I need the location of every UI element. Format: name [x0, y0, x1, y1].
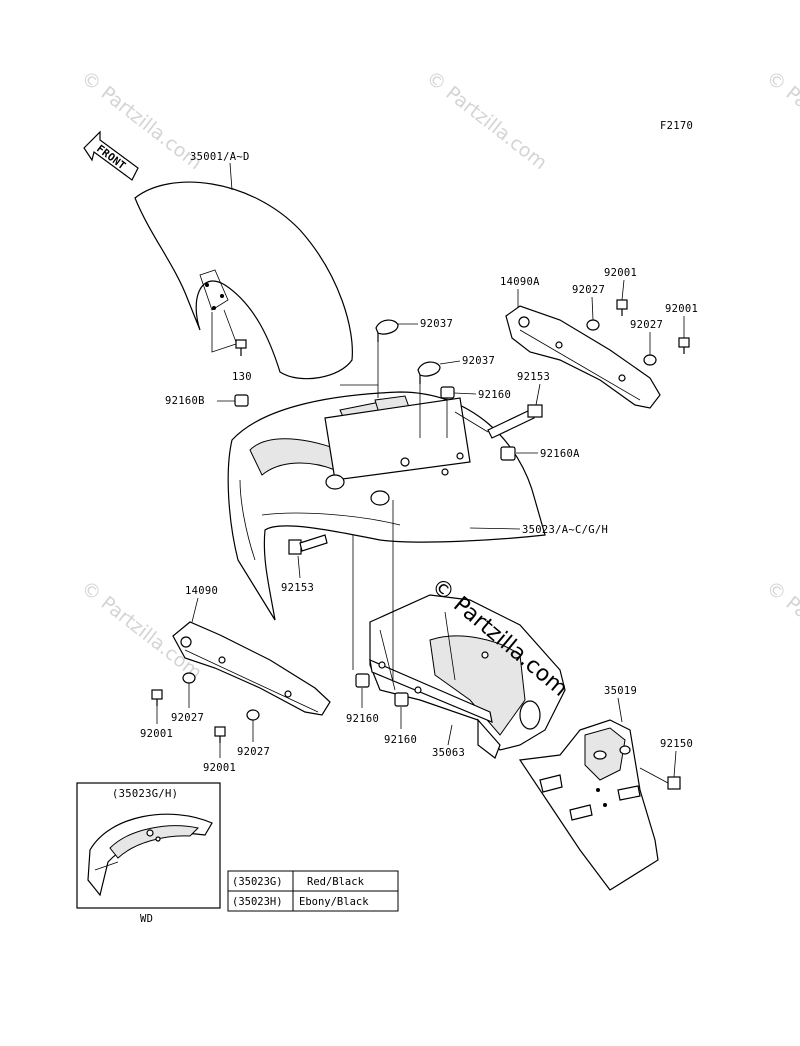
label-92153-bottom: 92153 [281, 582, 314, 594]
watermark: © Partzilla.com [422, 67, 551, 175]
clamp-icon [375, 319, 399, 342]
bolt-icon [151, 689, 163, 706]
label-92160-right: 92160 [384, 734, 417, 746]
label-92037-b: 92037 [462, 355, 495, 367]
front-fender [134, 181, 353, 380]
label-35019: 35019 [604, 685, 637, 697]
rear-fender [227, 391, 546, 621]
bolt-icon [487, 404, 543, 439]
label-92027-b: 92027 [630, 319, 663, 331]
table-cell-color: Red/Black [307, 876, 365, 888]
bolt-icon [667, 776, 681, 790]
label-35023: 35023/A~C/G/H [522, 524, 608, 536]
label-92153-top: 92153 [517, 371, 550, 383]
table-cell-code: (35023H) [232, 896, 283, 908]
inset-fender-illustration [87, 813, 213, 897]
label-92001-d: 92001 [203, 762, 236, 774]
side-rail-a [505, 305, 661, 409]
watermark: © Partzilla.com [762, 577, 800, 685]
grommet-icon [355, 673, 370, 688]
side-rail [172, 621, 331, 716]
front-arrow-icon: FRONT [83, 130, 139, 181]
washer-icon [643, 354, 657, 366]
bolt-icon [616, 299, 628, 316]
clamp-icon [417, 361, 441, 384]
label-92027-a: 92027 [572, 284, 605, 296]
grommet-icon [440, 386, 455, 399]
label-92027-d: 92027 [237, 746, 270, 758]
label-130: 130 [232, 371, 252, 383]
bolt-icon [214, 726, 226, 743]
label-14090A: 14090A [500, 276, 540, 288]
grommet-icon [394, 692, 409, 707]
label-14090: 14090 [185, 585, 218, 597]
inset-caption: WD [140, 913, 153, 925]
inner-fender-bracket [369, 594, 566, 759]
bolt-icon [288, 534, 328, 555]
label-92160A: 92160A [540, 448, 580, 460]
figure-code: F2170 [660, 120, 693, 132]
label-92160-left: 92160 [346, 713, 379, 725]
grommet-icon [234, 394, 249, 407]
washer-icon [586, 319, 600, 331]
grommet-icon [500, 446, 516, 461]
inset-title: (35023G/H) [112, 788, 178, 800]
label-92150: 92150 [660, 738, 693, 750]
label-35063: 35063 [432, 747, 465, 759]
table-cell-color: Ebony/Black [299, 896, 369, 908]
bolt-icon [235, 339, 247, 356]
bolt-icon [678, 337, 690, 354]
watermark: © Partzilla.com [77, 67, 206, 175]
label-92037-a: 92037 [420, 318, 453, 330]
watermark: © Partzilla.com [762, 67, 800, 175]
label-92001-a: 92001 [604, 267, 637, 279]
color-table: (35023G) Red/Black (35023H) Ebony/Black [227, 870, 399, 912]
label-92001-c: 92001 [140, 728, 173, 740]
washer-icon [182, 672, 196, 684]
label-92160-top: 92160 [478, 389, 511, 401]
label-35001: 35001/A~D [190, 151, 250, 163]
label-92027-c: 92027 [171, 712, 204, 724]
inset-box: (35023G/H) WD [76, 782, 221, 925]
table-cell-code: (35023G) [232, 876, 283, 888]
label-92001-b: 92001 [665, 303, 698, 315]
washer-icon [246, 709, 260, 721]
label-92160B: 92160B [165, 395, 205, 407]
license-bracket [518, 719, 659, 891]
